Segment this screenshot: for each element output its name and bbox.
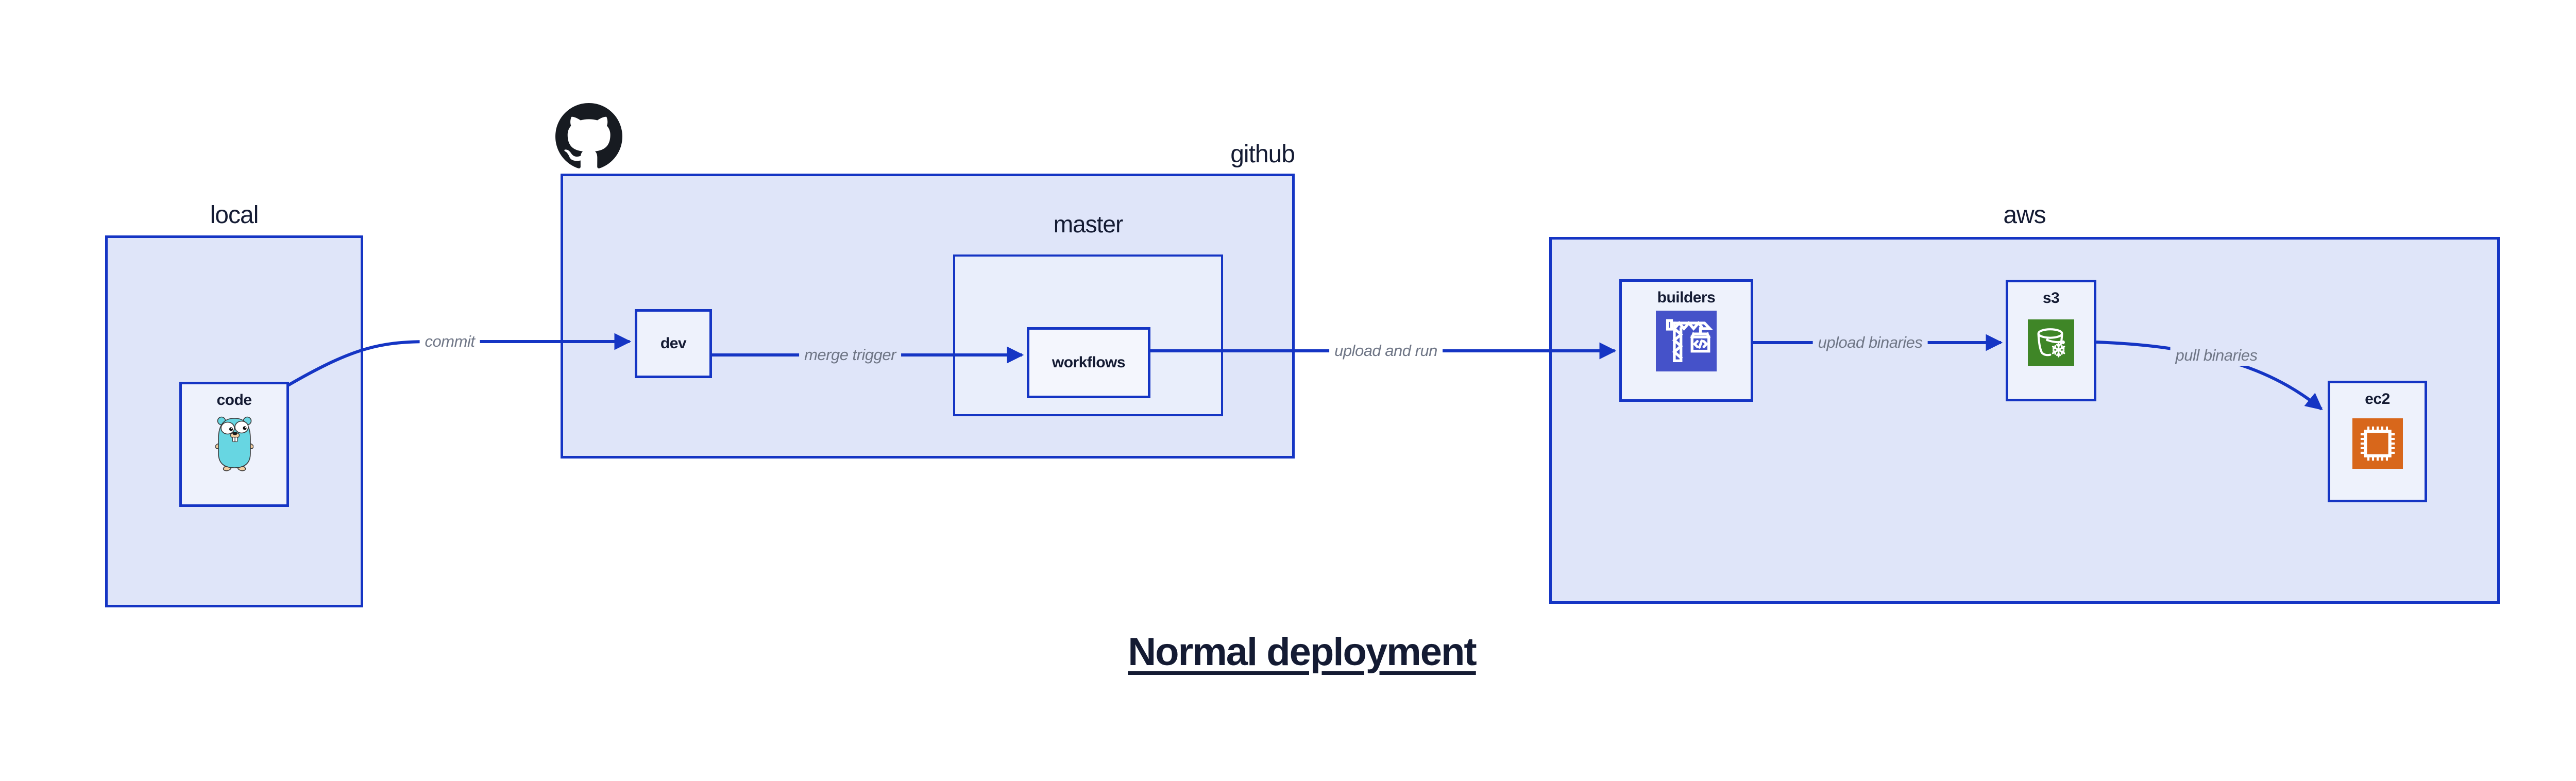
go-gopher-icon xyxy=(214,414,254,474)
aws-s3-glacier-bucket-icon xyxy=(2028,319,2074,368)
aws-codebuild-crane-icon xyxy=(1656,311,1717,374)
master-label: master xyxy=(1053,211,1124,237)
s3-label: s3 xyxy=(2042,290,2060,307)
workflows-label: workflows xyxy=(1052,354,1126,371)
node-ec2: ec2 xyxy=(2328,381,2427,502)
ec2-label: ec2 xyxy=(2365,390,2390,408)
diagram-title: Normal deployment xyxy=(1128,630,1477,674)
node-code: code xyxy=(179,382,289,507)
github-octocat-icon xyxy=(555,103,622,170)
github-label: github xyxy=(1230,141,1295,168)
node-s3: s3 xyxy=(2006,280,2096,401)
aws-ec2-chip-icon xyxy=(2352,418,2403,471)
edge-label-merge-trigger: merge trigger xyxy=(799,345,901,365)
code-label: code xyxy=(216,392,252,409)
edge-label-upload-and-run: upload and run xyxy=(1329,341,1443,361)
dev-label: dev xyxy=(660,335,687,352)
local-label: local xyxy=(210,201,259,229)
edge-label-pull-binaries: pull binaries xyxy=(2170,345,2263,366)
node-builders: builders xyxy=(1619,279,1753,402)
edge-label-commit: commit xyxy=(419,331,480,352)
node-dev: dev xyxy=(635,309,712,378)
builders-label: builders xyxy=(1657,289,1716,306)
aws-label: aws xyxy=(2003,201,2046,229)
edge-label-upload-binaries: upload binaries xyxy=(1812,332,1928,353)
node-workflows: workflows xyxy=(1027,327,1150,398)
